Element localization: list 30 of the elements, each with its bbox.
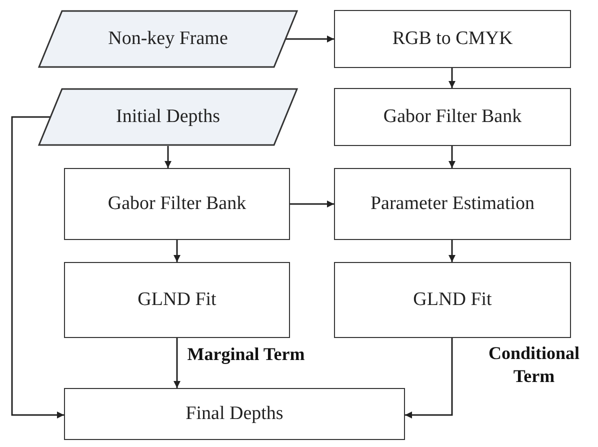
node-text: Final Depths bbox=[184, 403, 284, 425]
arrow bbox=[405, 338, 453, 418]
node-text: GLND Fit bbox=[412, 289, 493, 311]
arrow bbox=[174, 338, 180, 388]
arrow bbox=[286, 36, 334, 42]
node-text: RGB to CMYK bbox=[391, 28, 514, 50]
arrow bbox=[164, 146, 172, 168]
arrow bbox=[174, 240, 180, 262]
arrow bbox=[448, 68, 456, 88]
node-text: Initial Depths bbox=[115, 106, 221, 128]
node-text: Gabor Filter Bank bbox=[106, 193, 248, 215]
arrow bbox=[448, 146, 456, 168]
process-box bbox=[334, 262, 571, 338]
process-box bbox=[64, 168, 290, 240]
node-text: Parameter Estimation bbox=[369, 193, 536, 215]
arrow bbox=[290, 200, 334, 208]
node-text: Non-key Frame bbox=[107, 28, 229, 50]
input-parallelogram bbox=[38, 88, 298, 146]
process-box bbox=[64, 262, 290, 338]
arrow bbox=[11, 116, 64, 418]
process-box bbox=[334, 10, 571, 68]
node-text: GLND Fit bbox=[136, 289, 218, 311]
edge-label: Conditional Term bbox=[487, 342, 581, 388]
process-box bbox=[334, 88, 571, 146]
edge-label: Marginal Term bbox=[186, 343, 306, 366]
process-box bbox=[334, 168, 571, 240]
arrow bbox=[448, 240, 456, 262]
process-box bbox=[64, 388, 405, 440]
input-parallelogram bbox=[38, 10, 298, 68]
node-text: Gabor Filter Bank bbox=[382, 106, 523, 128]
